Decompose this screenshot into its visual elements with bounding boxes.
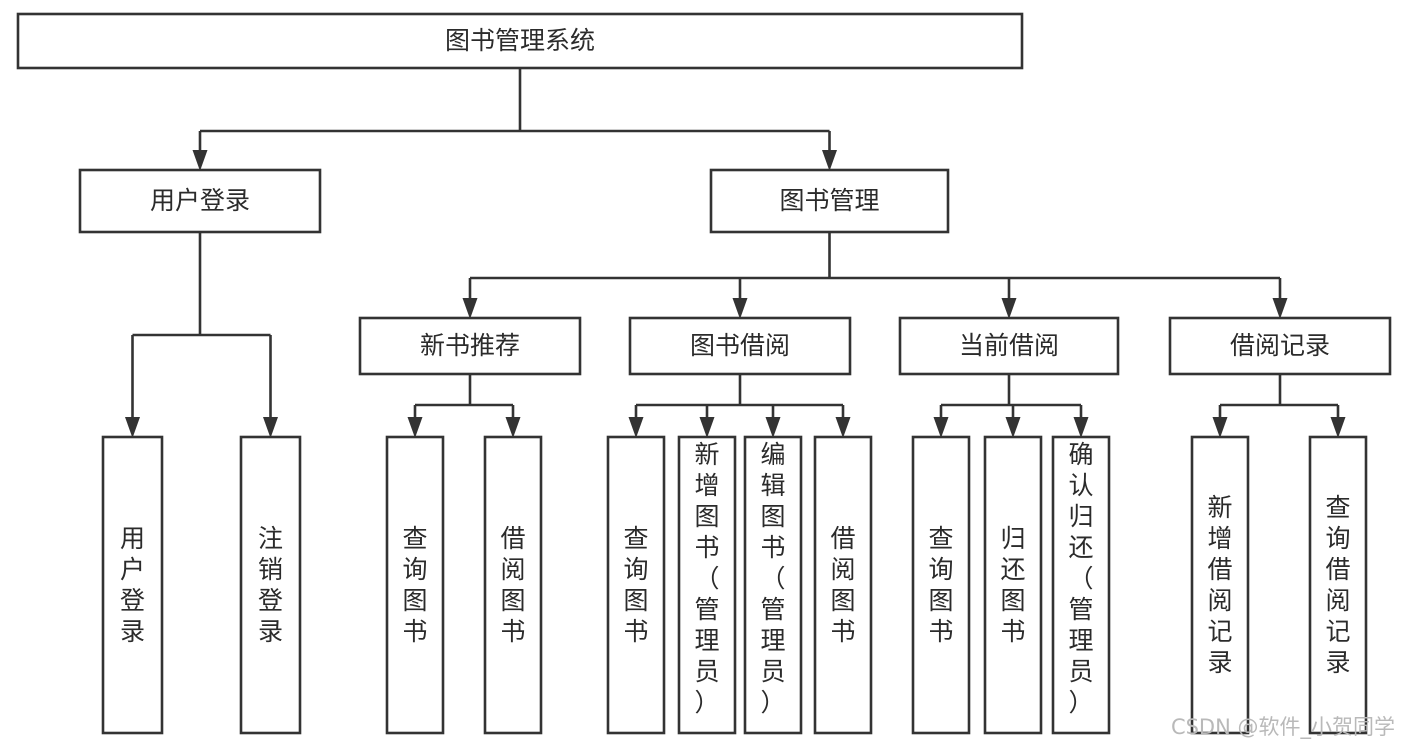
arrow-head-icon — [628, 417, 644, 438]
node-label-leaf-borrow-book-2: 借阅图书 — [830, 524, 855, 646]
node-box-leaf-borrow-book-2[interactable] — [813, 435, 873, 735]
node-box-new-book-rec[interactable] — [358, 316, 582, 376]
arrow-head-icon — [835, 417, 851, 438]
csdn-watermark: CSDN @软件_小贺同学 — [1171, 715, 1395, 740]
node-label-leaf-return-book: 归还图书 — [1000, 524, 1025, 646]
node-box-leaf-query-book-2[interactable] — [606, 435, 666, 735]
node-label-root: 图书管理系统 — [445, 26, 595, 55]
node-leaf-user-login[interactable]: 用户登录 — [101, 435, 164, 735]
node-label-leaf-borrow-book-1: 借阅图书 — [500, 524, 525, 646]
label-bracket-glyph: （ — [694, 564, 719, 593]
node-user-login[interactable]: 用户登录 — [78, 168, 322, 234]
node-label-leaf-query-record: 查询借阅记录 — [1325, 493, 1350, 677]
node-leaf-borrow-book-1[interactable]: 借阅图书 — [483, 435, 543, 735]
node-leaf-query-book-3[interactable]: 查询图书 — [911, 435, 971, 735]
node-box-user-login[interactable] — [78, 168, 322, 234]
connector-group-user-login — [125, 232, 278, 438]
arrow-head-icon — [462, 298, 478, 319]
connector-group-book-borrow — [628, 374, 851, 438]
arrow-head-icon — [505, 417, 521, 438]
node-label-leaf-user-login: 用户登录 — [120, 524, 145, 646]
arrow-head-icon — [1005, 417, 1021, 438]
node-label-new-book-rec: 新书推荐 — [420, 331, 520, 360]
label-bracket-glyph: ） — [1068, 688, 1093, 717]
node-current-borrow[interactable]: 当前借阅 — [898, 316, 1120, 376]
connector-group-book-manage — [462, 232, 1288, 319]
arrow-head-icon — [732, 298, 748, 319]
node-box-leaf-query-book-3[interactable] — [911, 435, 971, 735]
node-leaf-edit-book[interactable]: 编辑图书（管理员） — [743, 435, 803, 735]
arrow-head-icon — [765, 417, 781, 438]
node-box-book-manage[interactable] — [709, 168, 950, 234]
node-label-leaf-edit-book: 编辑图书（管理员） — [760, 440, 785, 717]
node-new-book-rec[interactable]: 新书推荐 — [358, 316, 582, 376]
arrow-head-icon — [822, 150, 837, 171]
node-box-leaf-add-record[interactable] — [1190, 435, 1250, 735]
node-root[interactable]: 图书管理系统 — [16, 12, 1024, 70]
node-book-manage[interactable]: 图书管理 — [709, 168, 950, 234]
connector-group-root — [192, 68, 837, 171]
node-leaf-add-record[interactable]: 新增借阅记录 — [1190, 435, 1250, 735]
node-label-book-manage: 图书管理 — [779, 186, 879, 215]
label-bracket-glyph: （ — [1068, 564, 1093, 593]
arrow-head-icon — [699, 417, 715, 438]
node-borrow-record[interactable]: 借阅记录 — [1168, 316, 1392, 376]
node-label-leaf-query-book-3: 查询图书 — [928, 524, 953, 646]
node-leaf-query-book-1[interactable]: 查询图书 — [385, 435, 445, 735]
node-label-leaf-add-book: 新增图书（管理员） — [694, 440, 719, 717]
arrow-head-icon — [933, 417, 949, 438]
node-label-leaf-logout: 注销登录 — [258, 524, 283, 646]
arrow-head-icon — [1272, 298, 1288, 319]
node-box-book-borrow[interactable] — [628, 316, 852, 376]
node-box-leaf-edit-book[interactable] — [743, 435, 803, 735]
node-leaf-logout[interactable]: 注销登录 — [239, 435, 302, 735]
node-leaf-query-book-2[interactable]: 查询图书 — [606, 435, 666, 735]
node-box-leaf-confirm-return[interactable] — [1051, 435, 1111, 735]
label-bracket-glyph: （ — [760, 564, 785, 593]
label-bracket-glyph: ） — [760, 688, 785, 717]
node-label-leaf-query-book-2: 查询图书 — [623, 524, 648, 646]
connector-layer — [125, 68, 1346, 438]
node-label-leaf-add-record: 新增借阅记录 — [1207, 493, 1232, 677]
arrow-head-icon — [1212, 417, 1228, 438]
arrow-head-icon — [263, 417, 278, 438]
node-box-leaf-borrow-book-1[interactable] — [483, 435, 543, 735]
label-bracket-glyph: ） — [694, 688, 719, 717]
node-label-current-borrow: 当前借阅 — [959, 331, 1059, 360]
arrow-head-icon — [125, 417, 140, 438]
node-leaf-add-book[interactable]: 新增图书（管理员） — [677, 435, 737, 735]
node-leaf-borrow-book-2[interactable]: 借阅图书 — [813, 435, 873, 735]
node-label-borrow-record: 借阅记录 — [1230, 331, 1330, 360]
node-leaf-query-record[interactable]: 查询借阅记录 — [1308, 435, 1368, 735]
node-label-leaf-query-book-1: 查询图书 — [402, 524, 427, 646]
connector-group-new-book-rec — [407, 374, 521, 438]
connector-group-borrow-record — [1212, 374, 1346, 438]
node-box-leaf-logout[interactable] — [239, 435, 302, 735]
node-box-current-borrow[interactable] — [898, 316, 1120, 376]
node-box-leaf-add-book[interactable] — [677, 435, 737, 735]
node-box-root[interactable] — [16, 12, 1024, 70]
node-leaf-return-book[interactable]: 归还图书 — [983, 435, 1043, 735]
node-layer: 图书管理系统用户登录图书管理新书推荐图书借阅当前借阅借阅记录用户登录注销登录查询… — [16, 12, 1392, 735]
arrow-head-icon — [1001, 298, 1017, 319]
node-leaf-confirm-return[interactable]: 确认归还（管理员） — [1051, 435, 1111, 735]
node-label-leaf-confirm-return: 确认归还（管理员） — [1068, 440, 1093, 717]
node-label-user-login: 用户登录 — [150, 186, 250, 215]
node-box-leaf-return-book[interactable] — [983, 435, 1043, 735]
node-box-leaf-user-login[interactable] — [101, 435, 164, 735]
arrow-head-icon — [1073, 417, 1089, 438]
arrow-head-icon — [192, 150, 208, 171]
node-box-borrow-record[interactable] — [1168, 316, 1392, 376]
node-box-leaf-query-record[interactable] — [1308, 435, 1368, 735]
node-book-borrow[interactable]: 图书借阅 — [628, 316, 852, 376]
node-label-book-borrow: 图书借阅 — [690, 331, 790, 360]
connector-group-current-borrow — [933, 374, 1089, 438]
arrow-head-icon — [407, 417, 423, 438]
arrow-head-icon — [1330, 417, 1346, 438]
node-box-leaf-query-book-1[interactable] — [385, 435, 445, 735]
